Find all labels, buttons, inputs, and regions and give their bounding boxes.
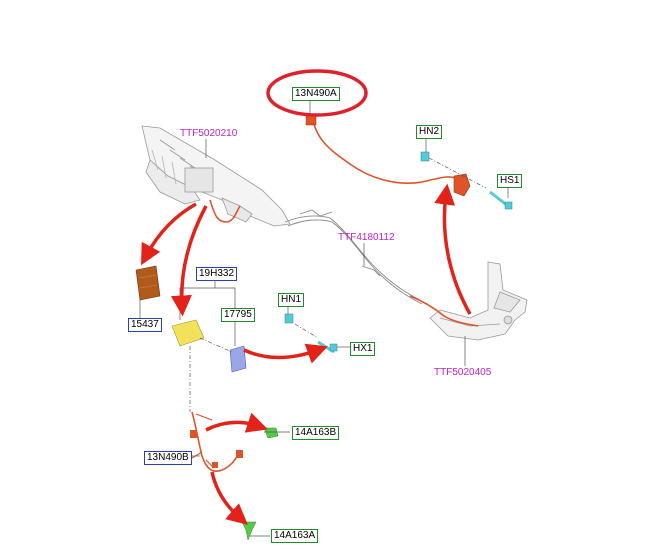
clip-14A163B <box>263 427 279 439</box>
leader-lines <box>139 99 509 537</box>
label-13N490A: 13N490A <box>292 87 340 101</box>
bolt-HS1 <box>489 190 513 210</box>
arrow-to-19H332 <box>170 205 208 317</box>
label-HX1: HX1 <box>350 342 376 356</box>
clip-HN1 <box>284 313 294 324</box>
label-17795: 17795 <box>221 308 255 322</box>
bolt-HX1 <box>317 340 338 354</box>
ref-TTF4180112: TTF4180112 <box>338 232 395 243</box>
callout-arrows <box>141 183 472 525</box>
label-14A163B: 14A163B <box>292 426 340 440</box>
connector-13N490A <box>305 115 317 126</box>
trailer-module-connector <box>453 173 471 197</box>
harness-rear <box>409 295 479 327</box>
connector-13N490B <box>190 430 243 468</box>
label-HS1: HS1 <box>497 174 523 188</box>
module-15437 <box>135 265 161 301</box>
arrow-to-15437 <box>141 202 197 266</box>
label-HN1: HN1 <box>278 293 305 307</box>
harness-front-link <box>209 199 241 223</box>
label-19H332: 19H332 <box>196 267 238 281</box>
clip-14A163A <box>241 521 257 541</box>
arrow-rear-to-module <box>434 183 472 315</box>
frame-rail <box>141 125 291 227</box>
arrow-to-HX1 <box>243 343 328 364</box>
label-14A163A: 14A163A <box>271 529 319 543</box>
clip-HN2 <box>420 151 430 162</box>
mid-harness-run <box>284 209 423 305</box>
harness-13N490A <box>311 115 461 184</box>
label-HN2: HN2 <box>416 125 443 139</box>
bracket-17795 <box>229 345 247 373</box>
highlight-ellipse-13N490A <box>266 69 368 117</box>
ref-TTF5020405: TTF5020405 <box>434 367 492 378</box>
arrow-to-14A163A <box>210 471 248 525</box>
rear-frame <box>429 261 528 341</box>
arrow-to-14A163B <box>205 412 268 433</box>
label-15437: 15437 <box>128 318 162 332</box>
module-19H332 <box>171 319 205 347</box>
label-13N490B: 13N490B <box>144 451 192 465</box>
ref-TTF5020210: TTF5020210 <box>180 128 238 139</box>
